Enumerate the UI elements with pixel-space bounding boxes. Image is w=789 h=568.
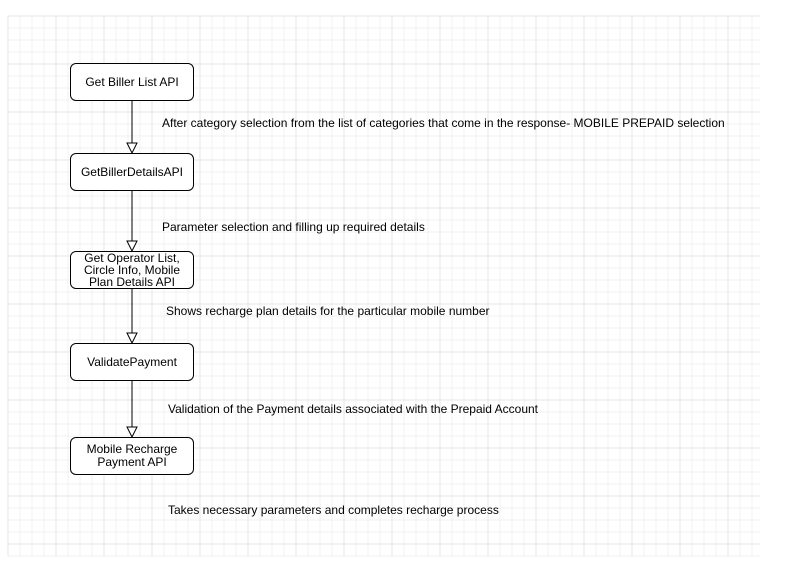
edge-label-recharge-plan: Shows recharge plan details for the part… (166, 304, 490, 318)
edge-biller-list-to-details (126, 101, 138, 155)
edge-details-to-operator (126, 191, 138, 253)
arrowhead-icon (126, 142, 138, 155)
node-mobile-recharge-payment: Mobile Recharge Payment API (70, 437, 194, 475)
arrowhead-icon (126, 240, 138, 253)
edge-label-parameter-selection: Parameter selection and filling up requi… (162, 220, 425, 234)
edge-label-category-selection: After category selection from the list o… (162, 116, 725, 130)
arrowhead-icon (126, 426, 138, 439)
edge-label-payment-validation: Validation of the Payment details associ… (168, 402, 539, 416)
footer-note: Takes necessary parameters and completes… (168, 503, 499, 517)
arrowhead-icon (126, 332, 138, 345)
edge-validate-to-recharge (126, 381, 138, 439)
node-get-biller-details: GetBillerDetailsAPI (70, 153, 194, 191)
node-get-operator-list: Get Operator List, Circle Info, Mobile P… (70, 251, 194, 289)
edges (126, 101, 138, 439)
edge-operator-to-validate (126, 289, 138, 345)
node-get-biller-list: Get Biller List API (70, 63, 194, 101)
node-validate-payment: ValidatePayment (70, 343, 194, 381)
